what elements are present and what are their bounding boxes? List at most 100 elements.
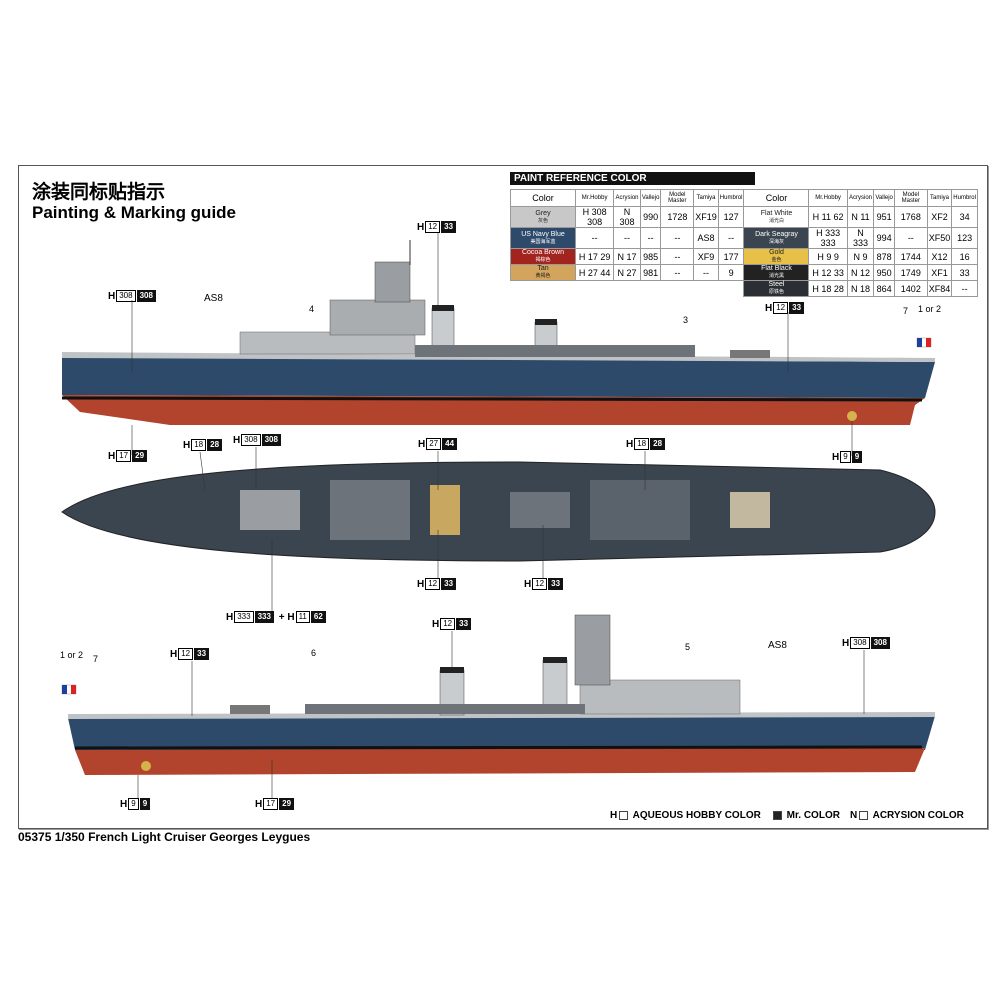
column-header: Tamiya <box>693 189 719 207</box>
callout-prefix: H <box>842 637 850 649</box>
aqueous-code: 308 <box>241 434 261 446</box>
mrhobby-cell: H 11 62 <box>808 206 848 228</box>
color-name: Steel <box>768 281 785 288</box>
column-header: Mr.Hobby <box>808 189 848 207</box>
ship-side-view-port <box>61 614 935 775</box>
mrhobby-cell: H 12 33 <box>808 264 848 281</box>
color-name: US Navy Blue <box>521 230 565 238</box>
mr-color-code: 33 <box>789 302 805 314</box>
mrhobby-cell: H 17 29 <box>574 248 615 265</box>
ship-top-view <box>61 461 936 562</box>
acrysion-cell: N 12 <box>846 264 875 281</box>
color-name-cn: 美国海军蓝 <box>530 238 556 245</box>
callout-prefix: H <box>417 221 425 233</box>
aqueous-code: 12 <box>178 648 194 660</box>
color-name-cn: 金色 <box>771 257 782 263</box>
mr-color-code: 33 <box>441 221 457 233</box>
color-name-cn: 褐棕色 <box>535 257 551 263</box>
acrysion-cell: N 17 <box>613 248 641 265</box>
humbrol-cell: -- <box>951 280 978 297</box>
mr-color-code: 333 <box>254 611 274 623</box>
mrhobby-cell: H 27 44 <box>574 264 615 281</box>
callout-prefix: H <box>418 438 426 450</box>
mrhobby-cell: H 9 9 <box>808 248 848 265</box>
callout-prefix: H <box>255 798 263 810</box>
tamiya-cell: AS8 <box>693 227 719 249</box>
mr-color-code: 33 <box>441 578 457 590</box>
vallejo-cell: 990 <box>639 206 662 228</box>
mr-color-code: 29 <box>132 450 148 462</box>
legend-acrysion-text: ACRYSION COLOR <box>872 810 964 821</box>
title-english: Painting & Marking guide <box>32 203 237 222</box>
legend-aqueous-text: AQUEOUS HOBBY COLOR <box>632 810 761 821</box>
legend-acrysion: N ACRYSION COLOR <box>850 810 964 821</box>
callout-prefix: H <box>524 578 532 590</box>
callout-prefix: H <box>108 290 116 302</box>
vallejo-cell: 878 <box>873 248 895 265</box>
mr-color-code: 33 <box>456 618 472 630</box>
mr-color-code: 9 <box>139 798 151 810</box>
color-legend: H AQUEOUS HOBBY COLOR Mr. COLOR N ACRYSI… <box>610 810 964 821</box>
color-name: Grey <box>535 209 551 217</box>
label-as8: AS8 <box>204 293 223 304</box>
acrysion-cell: -- <box>613 227 641 249</box>
aqueous-code: 308 <box>850 637 870 649</box>
color-name-cn: 消光黑 <box>768 273 784 279</box>
aqueous-code: 12 <box>425 221 441 233</box>
vallejo-cell: 951 <box>873 206 895 228</box>
aqueous-code: 18 <box>634 438 650 450</box>
tamiya-cell: XF50 <box>926 227 953 249</box>
vallejo-cell: 981 <box>639 264 662 281</box>
tamiya-cell: XF84 <box>926 280 953 297</box>
aqueous-code: 27 <box>426 438 442 450</box>
callout-prefix: H <box>120 798 128 810</box>
column-header: Color <box>743 189 810 207</box>
aqueous-code: 333 <box>234 611 254 623</box>
label-decal-6: 6 <box>311 648 317 658</box>
callout-prefix: H <box>170 648 178 660</box>
paint-table-title: PAINT REFERENCE COLOR <box>510 172 755 185</box>
color-name-cn: 灰色 <box>537 217 548 224</box>
callout-prefix: H <box>233 434 241 446</box>
color-name: Tan <box>537 265 549 272</box>
tamiya-cell: XF2 <box>926 206 953 228</box>
empty-cell <box>511 281 744 297</box>
color-name: Gold <box>769 249 784 256</box>
aqueous-code: 308 <box>116 290 136 302</box>
column-header: Acrysion <box>846 189 875 207</box>
mr-color-code: 308 <box>870 637 890 649</box>
label-decal-5: 5 <box>685 642 691 652</box>
aqueous-code: 12 <box>440 618 456 630</box>
tamiya-cell: XF9 <box>693 248 719 265</box>
callout-prefix: H <box>765 302 773 314</box>
label-flag-1-or-2: 1 or 2 <box>918 304 942 314</box>
acrysion-cell: N 11 <box>846 206 875 228</box>
mrhobby-cell: H 333 333 <box>808 227 848 249</box>
model_master-cell: -- <box>660 227 695 249</box>
model_master-cell: -- <box>893 227 928 249</box>
acrysion-cell: N 333 <box>846 227 875 249</box>
